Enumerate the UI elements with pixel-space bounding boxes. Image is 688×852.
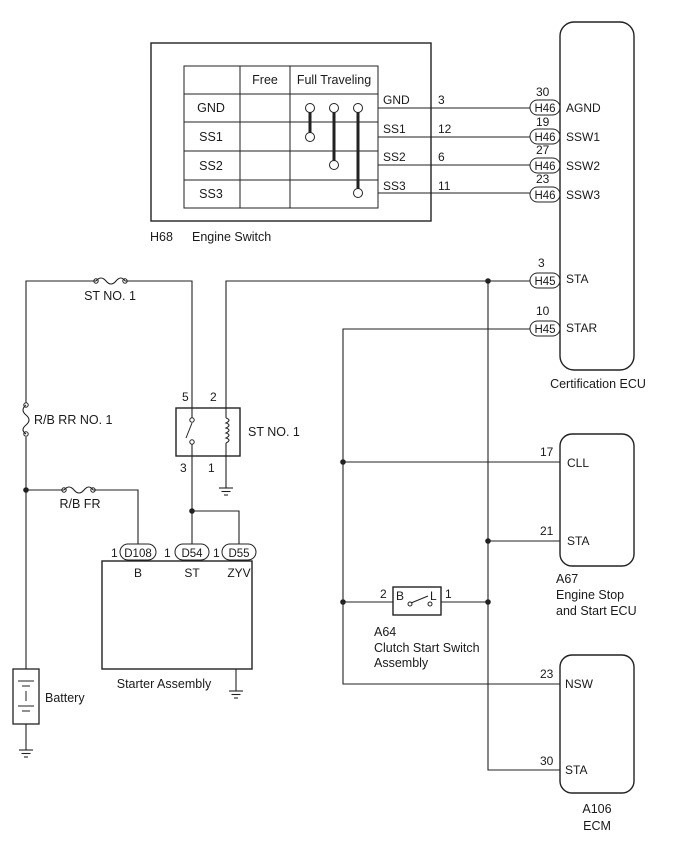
engine-switch-id: H68: [150, 230, 173, 244]
clutch-pin-b: B: [396, 589, 404, 603]
battery-label: Battery: [45, 691, 85, 705]
cert-pin-agnd: AGND: [566, 101, 601, 115]
ess-pin-num-cll: 17: [540, 445, 554, 459]
ground-icon: [19, 749, 33, 758]
ecm-pin-sta: STA: [565, 763, 587, 777]
starter-conn-d108: D108: [124, 548, 152, 560]
col-free-label: Free: [252, 73, 278, 87]
cert-conn-ssw1: H46: [534, 132, 555, 144]
ecm-name: ECM: [583, 819, 611, 833]
starter-pin-num-zyv: 1: [213, 546, 220, 560]
fuse-rb-rr-icon: [22, 404, 30, 435]
cert-conn-ssw2: H46: [534, 161, 555, 173]
switch-pin-gnd: GND: [383, 93, 410, 107]
relay-label: ST NO. 1: [248, 425, 300, 439]
cert-conn-ssw3: H46: [534, 190, 555, 202]
cert-pin-num-star: 10: [536, 304, 550, 318]
relay-coil-icon: [224, 417, 230, 444]
clutch-start-switch: 2 B L 1 A64 Clutch Start Switch Assembly: [374, 586, 480, 670]
ess-pin-num-sta: 21: [540, 524, 554, 538]
cert-conn-agnd: H46: [534, 103, 555, 115]
certification-ecu: 30 H46 AGND 19 H46 SSW1 27 H46 SSW2 23 H…: [529, 21, 646, 391]
cert-conn-sta: H45: [534, 276, 555, 288]
engine-stop-ecu-name-2: and Start ECU: [556, 604, 637, 618]
cert-pin-num-sta: 3: [538, 256, 545, 270]
wire-num-gnd: 3: [438, 93, 445, 107]
row-label-ss3: SS3: [199, 187, 223, 201]
ess-pin-cll: CLL: [567, 456, 589, 470]
row-label-ss1: SS1: [199, 130, 223, 144]
cert-pin-num-ssw2: 27: [536, 143, 550, 157]
row-label-ss2: SS2: [199, 159, 223, 173]
certification-ecu-name: Certification ECU: [550, 377, 646, 391]
engine-switch-name: Engine Switch: [192, 230, 271, 244]
relay-outline: [175, 407, 241, 457]
starter-pin-st: ST: [184, 566, 200, 580]
cert-pin-num-ssw1: 19: [536, 115, 550, 129]
wire-num-ss3: 11: [438, 179, 451, 193]
engine-stop-ecu-id: A67: [556, 572, 578, 586]
starter-pin-num-b: 1: [111, 546, 118, 560]
cert-pin-num-ssw3: 23: [536, 172, 550, 186]
clutch-switch-name-1: Clutch Start Switch: [374, 641, 480, 655]
engine-stop-ecu-outline: [559, 433, 635, 567]
ecm: 23 NSW 30 STA A106 ECM: [540, 654, 635, 833]
cert-pin-sta: STA: [566, 272, 588, 286]
fuse-rb-rr-label: R/B RR NO. 1: [34, 413, 113, 427]
clutch-switch-id: A64: [374, 625, 396, 639]
clutch-pin-num-l: 1: [445, 587, 452, 601]
cert-pin-ssw1: SSW1: [566, 130, 600, 144]
wire-num-ss2: 6: [438, 150, 445, 164]
engine-stop-ecu-name-1: Engine Stop: [556, 588, 624, 602]
switch-pin-ss1: SS1: [383, 122, 406, 136]
switch-wires: 3 12 6 11: [378, 93, 530, 194]
starter-conn-d54: D54: [181, 548, 203, 560]
cert-pin-num-agnd: 30: [536, 85, 550, 99]
starter-assembly: 1 D108 B 1 D54 ST 1 D55 ZYV Starter Asse…: [101, 543, 257, 699]
cert-pin-ssw3: SSW3: [566, 188, 600, 202]
fuse-st-no1-label: ST NO. 1: [84, 289, 136, 303]
switch-pin-ss2: SS2: [383, 150, 406, 164]
cert-conn-star: H45: [534, 324, 555, 336]
clutch-switch-outline: [392, 586, 442, 616]
fuse-rb-fr-icon: [63, 486, 94, 494]
ecm-pin-nsw: NSW: [565, 677, 594, 691]
cert-pin-star: STAR: [566, 321, 597, 335]
fuse-rb-fr-label: R/B FR: [60, 497, 101, 511]
wire-num-ss1: 12: [438, 122, 452, 136]
power-circuit: ST NO. 1 R/B RR NO. 1 R/B FR Battery: [12, 277, 193, 758]
ground-icon: [219, 487, 233, 496]
ess-pin-sta: STA: [567, 534, 589, 548]
starter-label: Starter Assembly: [117, 677, 212, 691]
starter-outline: [101, 560, 253, 670]
cert-pin-ssw2: SSW2: [566, 159, 600, 173]
continuity-marks: [305, 103, 363, 198]
switch-pin-ss3: SS3: [383, 179, 406, 193]
engine-switch-outline: [150, 42, 432, 222]
relay-pin-1: 1: [208, 461, 215, 475]
relay-st-no1: 5 2 3 1 ST NO. 1: [175, 280, 530, 544]
starter-conn-d55: D55: [228, 548, 249, 560]
col-full-traveling-label: Full Traveling: [297, 73, 371, 87]
relay-pin-5: 5: [182, 390, 189, 404]
clutch-switch-name-2: Assembly: [374, 656, 429, 670]
clutch-pin-num-b: 2: [380, 587, 387, 601]
ecm-pin-num-nsw: 23: [540, 667, 554, 681]
engine-switch: Free Full Traveling GND SS1 SS2 SS3 GND …: [150, 42, 432, 244]
relay-pin-3: 3: [180, 461, 187, 475]
ground-icon: [229, 690, 243, 699]
engine-stop-start-ecu: 17 CLL 21 STA A67 Engine Stop and Start …: [540, 433, 637, 618]
relay-pin-2: 2: [210, 390, 217, 404]
ecm-id: A106: [582, 802, 611, 816]
starter-pin-num-st: 1: [164, 546, 171, 560]
starter-pin-b: B: [134, 566, 142, 580]
sta-network: [340, 278, 560, 771]
starter-pin-zyv: ZYV: [227, 566, 250, 580]
clutch-pin-l: L: [430, 589, 437, 603]
fuse-st-no1-icon: [95, 277, 126, 285]
ecm-outline: [559, 654, 635, 794]
row-label-gnd: GND: [197, 101, 225, 115]
ecm-pin-num-sta: 30: [540, 754, 554, 768]
